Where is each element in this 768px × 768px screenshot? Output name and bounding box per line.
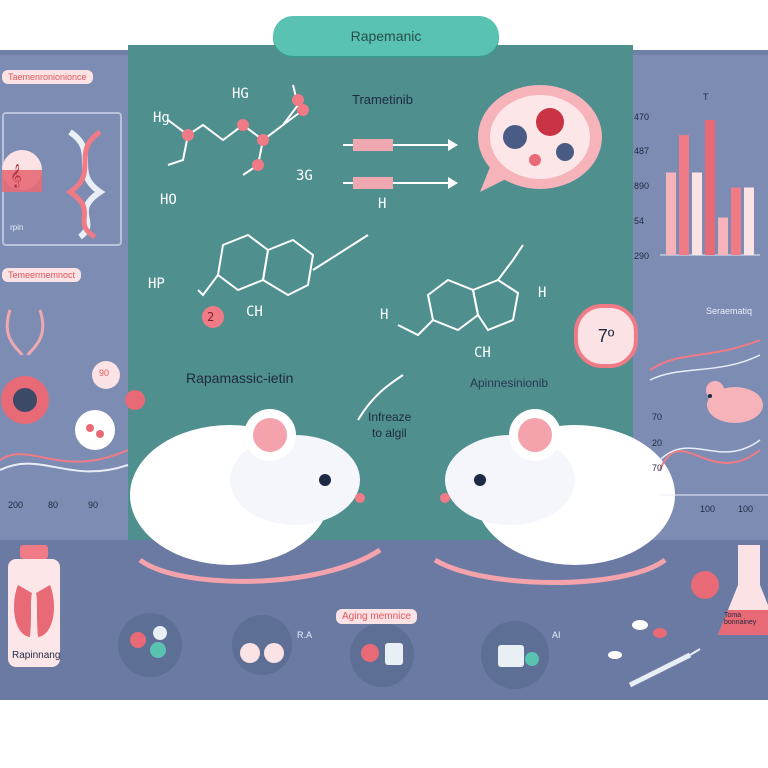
line-y-tick: 70 bbox=[652, 412, 663, 422]
atom-badge bbox=[202, 306, 224, 328]
drug-capsule-icon bbox=[353, 139, 393, 151]
bottle-label: Rapinnang bbox=[12, 650, 61, 661]
syringe-icon bbox=[628, 652, 692, 688]
left-axis-tick: 80 bbox=[48, 500, 59, 510]
ring-right bbox=[261, 238, 315, 297]
arrow-note-line1: Infreaze bbox=[368, 410, 412, 424]
atom-node bbox=[237, 119, 249, 131]
molecule-label: H bbox=[380, 307, 389, 323]
molecule-label: HP bbox=[148, 276, 165, 292]
molecule-label: CH bbox=[246, 304, 263, 320]
line-y-tick: 20 bbox=[652, 438, 663, 448]
molecule-label: HO bbox=[160, 192, 177, 208]
ra-label: R.A bbox=[297, 630, 313, 640]
lung-icon bbox=[14, 585, 32, 637]
left-wave-line bbox=[0, 449, 129, 463]
right-mouse-nose bbox=[440, 493, 450, 503]
red-ball-icon bbox=[691, 571, 719, 599]
aging-label: Aging memnice bbox=[336, 609, 417, 624]
ai-label: AI bbox=[552, 630, 561, 640]
treble-icon: 𝄞 bbox=[10, 163, 22, 188]
flask-liquid bbox=[2, 170, 42, 192]
bar-y-tick: 470 bbox=[634, 112, 650, 122]
right-bar-chart bbox=[660, 120, 760, 256]
bottle-cap bbox=[20, 545, 48, 559]
molecule-label: H bbox=[378, 196, 387, 212]
right-mouse-tail bbox=[433, 557, 667, 585]
ring-lower bbox=[426, 278, 480, 332]
left-header-mid: Temeermemnoct bbox=[2, 268, 82, 282]
right-compound-label: Apinnesinionib bbox=[470, 376, 549, 390]
left-organ-illustration bbox=[0, 309, 145, 473]
left-axis-tick: 200 bbox=[8, 500, 24, 510]
molecule-label: HG bbox=[232, 86, 249, 102]
pill-group-1 bbox=[118, 613, 182, 677]
bar bbox=[718, 217, 728, 255]
bar bbox=[731, 187, 741, 255]
age-badge: 7º bbox=[574, 304, 638, 368]
bar bbox=[666, 172, 676, 255]
bar bbox=[679, 135, 689, 255]
medicine-bottle-icon bbox=[8, 559, 60, 667]
dna-card-illustration: 𝄞 bbox=[2, 129, 106, 240]
atom-badge-label: 2 bbox=[207, 310, 215, 324]
pill-group-2 bbox=[232, 615, 292, 675]
molecule-label: CH bbox=[474, 345, 491, 361]
bar-y-tick: 487 bbox=[634, 146, 650, 156]
drug-label: Trametinib bbox=[352, 92, 413, 107]
bar bbox=[692, 172, 702, 255]
line-chart-caption: Seraematiq bbox=[706, 306, 753, 316]
line-x-tick: 100 bbox=[738, 504, 754, 514]
left-compound-label: Rapamassic-ietin bbox=[186, 370, 294, 386]
left-mouse-nose bbox=[355, 493, 365, 503]
pill-icon bbox=[632, 620, 648, 630]
left-bubble-number: 90 bbox=[99, 368, 110, 378]
ring-left bbox=[216, 233, 270, 292]
pill-group-3 bbox=[350, 623, 414, 687]
line-y-tick: 70 bbox=[652, 463, 663, 473]
molecule-label: Hg bbox=[153, 110, 170, 126]
bar-y-tick: 890 bbox=[634, 181, 650, 191]
left-header-top: Taemenronionionce bbox=[2, 70, 93, 84]
arrow-note-line2: to algil bbox=[372, 426, 407, 440]
bar bbox=[744, 187, 754, 255]
bar-x-label: T bbox=[703, 92, 709, 102]
molecule-label: 3G bbox=[296, 168, 313, 184]
molecule-diagram bbox=[167, 84, 524, 421]
bottom-illustrations bbox=[8, 545, 768, 689]
increase-arrow bbox=[357, 374, 404, 421]
right-mouse-eye bbox=[474, 474, 486, 486]
line-series-b bbox=[659, 449, 761, 471]
stethoscope-icon bbox=[5, 309, 24, 356]
virus-icon-red bbox=[536, 108, 564, 136]
age-badge-value: 7º bbox=[597, 325, 615, 346]
left-mouse-illustration bbox=[130, 409, 382, 584]
left-number-bubble bbox=[92, 361, 120, 389]
dna-card-label: rpin bbox=[10, 223, 24, 232]
virus-icon bbox=[503, 125, 527, 149]
right-mouse-illustration bbox=[433, 409, 675, 585]
bar bbox=[705, 120, 715, 255]
line-series-a bbox=[649, 339, 761, 371]
bar-y-tick: 290 bbox=[634, 251, 650, 261]
line-x-tick: 100 bbox=[700, 504, 716, 514]
right-line-chart bbox=[649, 339, 768, 496]
title-banner: Rapemanic bbox=[273, 16, 499, 56]
bar-y-tick: 54 bbox=[634, 216, 645, 226]
left-mouse-eye bbox=[319, 474, 331, 486]
molecule-label: H bbox=[538, 285, 547, 301]
page-title: Rapemanic bbox=[350, 28, 422, 44]
pill-bubble-icon bbox=[75, 410, 115, 450]
left-mouse-tail bbox=[138, 547, 382, 584]
left-axis-tick: 90 bbox=[88, 500, 99, 510]
virus-bubble bbox=[478, 85, 602, 192]
flask-label: Toma bonnainey bbox=[724, 612, 757, 626]
